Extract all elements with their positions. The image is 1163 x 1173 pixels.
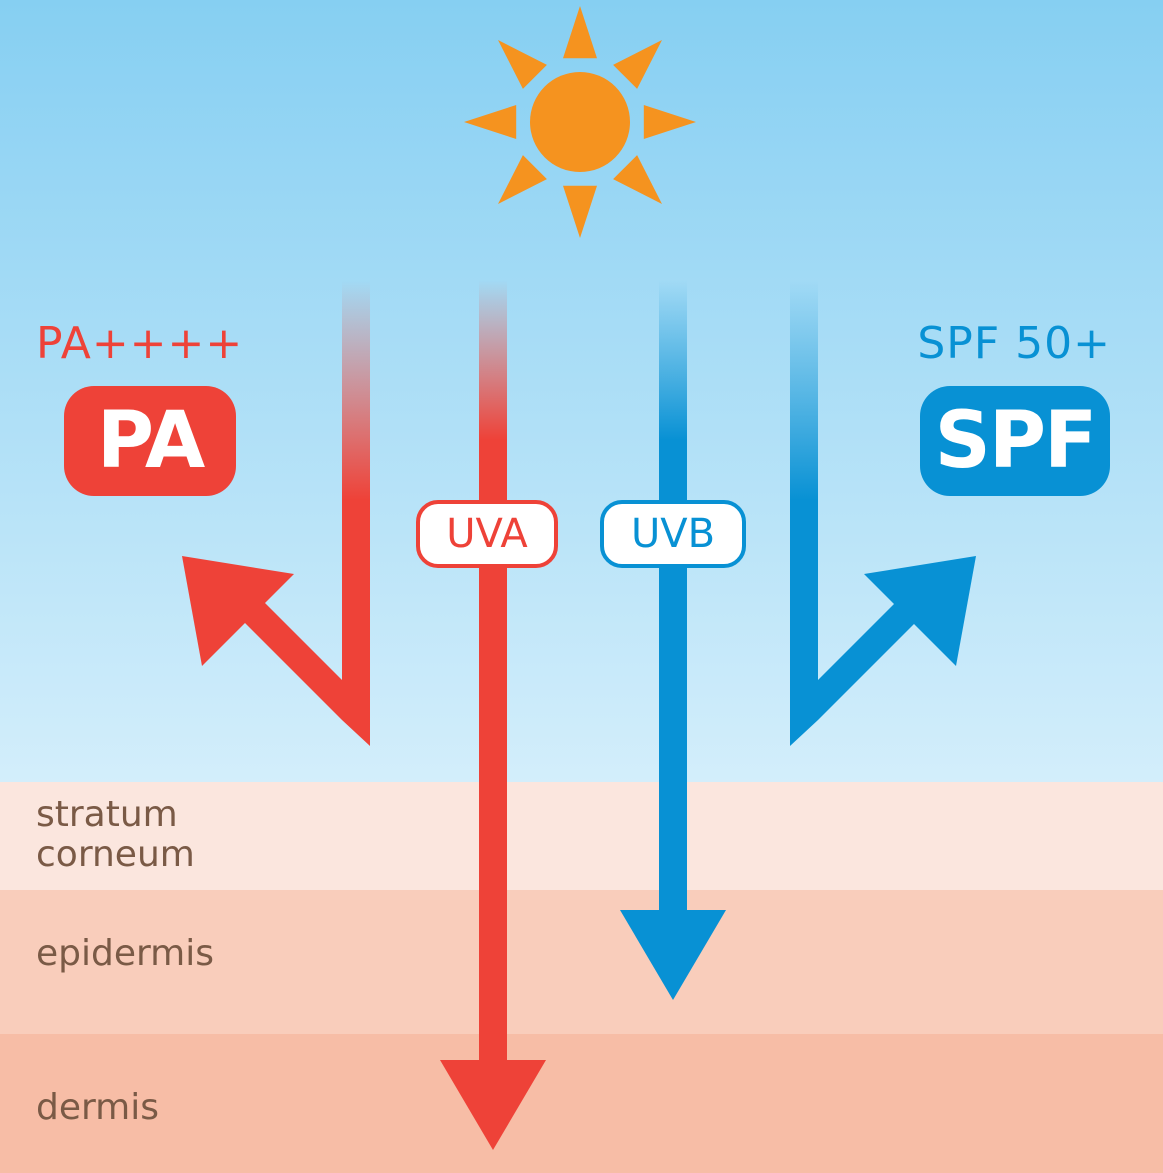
sun-ray: [613, 155, 662, 204]
sun-ray: [498, 155, 547, 204]
pa-badge: PA: [64, 386, 236, 496]
uvb-reflected-arrow: [790, 280, 976, 746]
pa-rating-label: PA++++: [36, 318, 244, 369]
skin-layer-dermis: [0, 1034, 1163, 1173]
uva-penetrating-arrow: [440, 280, 546, 1150]
sun-ray: [613, 40, 662, 89]
sun-ray: [498, 40, 547, 89]
skin-layer-stratum-corneum: [0, 782, 1163, 890]
stratum-corneum-label: stratum corneum: [36, 794, 195, 875]
sun-ray: [464, 105, 517, 139]
uvb-ray-label: UVB: [600, 500, 746, 568]
skin-layer-epidermis: [0, 890, 1163, 1034]
sun-ray: [563, 185, 597, 238]
sun-core: [530, 72, 630, 172]
uva-ray-label: UVA: [416, 500, 558, 568]
spf-rating-label: SPF 50+: [917, 318, 1111, 369]
epidermis-label: epidermis: [36, 933, 214, 974]
sun-ray: [643, 105, 696, 139]
sun-ray: [563, 6, 597, 59]
sun-icon: [464, 6, 696, 238]
uva-reflected-arrow: [182, 280, 370, 746]
dermis-label: dermis: [36, 1087, 159, 1128]
uvb-penetrating-arrow: [620, 280, 726, 1000]
spf-badge: SPF: [920, 386, 1110, 496]
